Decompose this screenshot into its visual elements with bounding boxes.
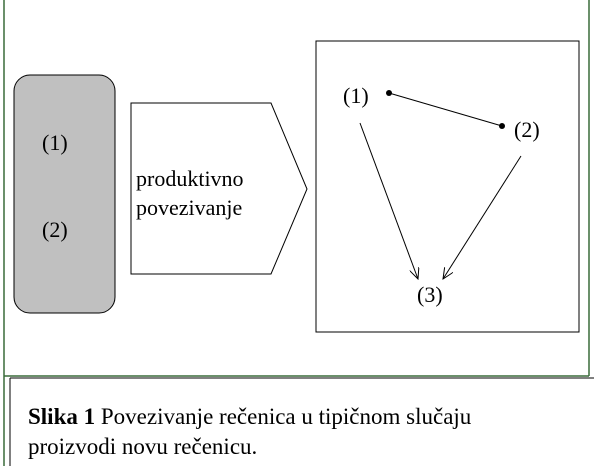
edge-2-3-arrow (443, 155, 522, 279)
premises-box (13, 74, 116, 314)
caption-label: Slika 1 (28, 404, 96, 429)
edge-1-3-arrow (359, 122, 418, 279)
caption-line-1: Slika 1 Povezivanje rečenica u tipičnom … (28, 402, 588, 432)
process-label-line2: povezivanje (136, 195, 242, 220)
node-3-label: (3) (417, 282, 443, 307)
caption-text-1: Povezivanje rečenica u tipičnom slučaju (95, 404, 472, 429)
process-arrow-shape (130, 102, 308, 275)
edge-1-2 (388, 92, 503, 127)
caption-text-2: proizvodi novu rečenicu. (28, 434, 258, 459)
premise-2-label: (2) (42, 217, 68, 242)
node-1-label: (1) (343, 83, 369, 108)
node-2-label: (2) (514, 117, 540, 142)
figure-caption: Slika 1 Povezivanje rečenica u tipičnom … (28, 402, 588, 462)
result-box (315, 40, 580, 333)
process-label-line1: produktivno (136, 166, 244, 191)
premise-1-label: (1) (42, 130, 68, 155)
